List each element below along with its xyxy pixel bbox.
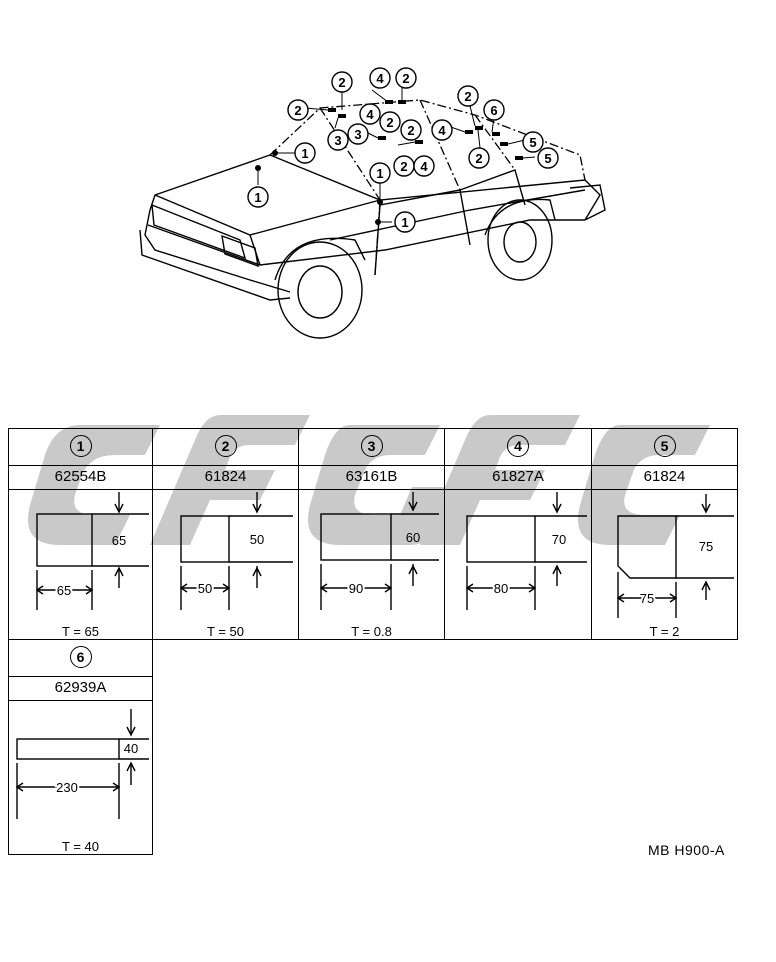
callout-label: 2 (464, 89, 471, 104)
part-cell-3: 3 63161B 60 90 T = 0.8 (298, 428, 445, 640)
dimension-drawing: 40 230 (15, 709, 149, 819)
part-cell-5: 5 61824 75 75 T = 2 (591, 428, 738, 640)
height-dim: 75 (699, 539, 713, 554)
part-number: 2 (214, 435, 237, 457)
callout-label: 5 (544, 151, 551, 166)
callout-label: 2 (338, 75, 345, 90)
part-number: 6 (69, 646, 92, 668)
part-number: 4 (507, 435, 529, 457)
callout-label: 2 (402, 71, 409, 86)
callout-label: 2 (475, 151, 482, 166)
thickness-label: T = 65 (62, 624, 99, 639)
part-figure: 75 75 T = 2 (592, 490, 737, 639)
thickness-label: T = 40 (62, 839, 99, 854)
part-code: 61824 (592, 465, 737, 490)
callout-label: 1 (301, 146, 308, 161)
callout-label: 3 (354, 127, 361, 142)
height-dim: 65 (112, 533, 126, 548)
thickness-label: T = 50 (207, 624, 244, 639)
height-dim: 50 (250, 532, 264, 547)
part-number: 3 (360, 435, 383, 457)
watermark-logo (28, 415, 710, 545)
width-dim: 65 (57, 583, 71, 598)
callout-label: 5 (529, 135, 536, 150)
width-dim: 75 (640, 591, 654, 606)
callout-label: 1 (401, 215, 408, 230)
dimension-drawing: 65 65 (35, 492, 149, 610)
part-figure: 50 50 T = 50 (153, 490, 298, 639)
callout-label: 4 (366, 107, 374, 122)
part-code: 62554B (9, 465, 152, 490)
thickness-label: T = 0.8 (351, 624, 392, 639)
car-diagram: 1 1 1 1 2 2 2 2 2 2 2 2 3 3 4 4 4 5 5 6 … (139, 67, 606, 339)
part-cell-2: 2 61824 50 50 T = 50 (152, 428, 299, 640)
dimension-drawing: 50 50 (179, 492, 293, 610)
callout-label: 2 (407, 123, 414, 138)
callout-label: 4 (438, 123, 446, 138)
part-code: 62939A (9, 676, 152, 701)
part-cell-4: 4 61827A 70 80 (444, 428, 592, 640)
part-number: 5 (653, 435, 676, 457)
part-figure: 65 65 T = 65 (9, 490, 152, 639)
callout-label: 4 (420, 159, 428, 174)
height-dim: 70 (552, 532, 566, 547)
height-dim: 60 (406, 530, 420, 545)
callout-label: 4 (376, 71, 384, 86)
thickness-label: T = 2 (649, 624, 680, 639)
part-figure: 60 90 T = 0.8 (299, 490, 444, 639)
dimension-drawing: 75 75 (616, 494, 734, 618)
dimension-drawing: 60 90 (319, 492, 439, 610)
drawing-code: MB H900-A (648, 842, 725, 858)
callout-label: 2 (400, 159, 407, 174)
part-code: 61827A (445, 465, 591, 490)
part-cell-6: 6 62939A 40 230 T = 40 (8, 639, 153, 855)
part-figure: 40 230 T = 40 (9, 701, 152, 854)
callout-label: 3 (334, 133, 341, 148)
width-dim: 50 (198, 581, 212, 596)
callout-label: 1 (254, 190, 261, 205)
part-cell-1: 1 62554B 65 65 T = 65 (8, 428, 153, 640)
width-dim: 80 (494, 581, 508, 596)
part-figure: 70 80 (445, 490, 591, 639)
callout-label: 6 (490, 103, 497, 118)
width-dim: 230 (56, 780, 78, 795)
callout-label: 2 (386, 115, 393, 130)
callout-label: 1 (376, 166, 383, 181)
width-dim: 90 (349, 581, 363, 596)
callout-label: 2 (294, 103, 301, 118)
part-number: 1 (69, 435, 92, 457)
height-dim: 40 (124, 741, 138, 756)
part-code: 61824 (153, 465, 298, 490)
dimension-drawing: 70 80 (465, 492, 587, 610)
part-code: 63161B (299, 465, 444, 490)
